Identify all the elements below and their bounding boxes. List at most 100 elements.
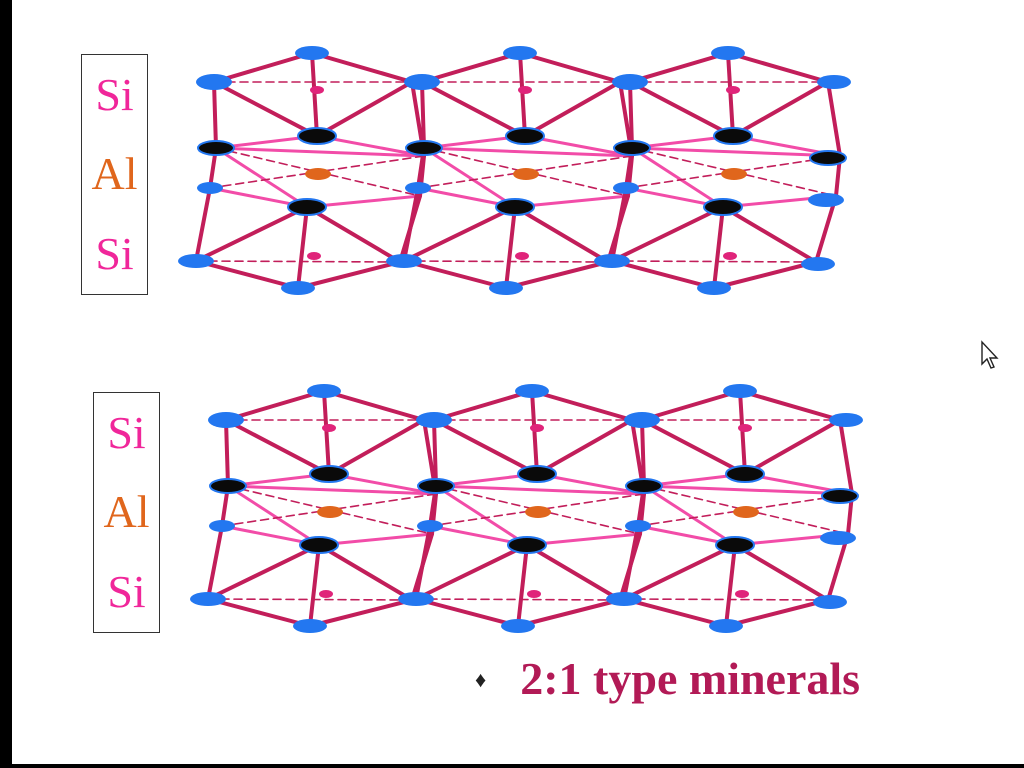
label-si-lower: Si xyxy=(95,228,134,280)
oxygen-atom xyxy=(612,74,648,90)
oxygen-atom xyxy=(417,520,443,532)
tetrahedral-bond xyxy=(535,418,634,476)
oxygen-atom xyxy=(515,384,549,398)
hydroxyl-group xyxy=(197,140,235,156)
hydroxyl-group xyxy=(299,536,339,554)
label-si-upper: Si xyxy=(95,68,134,120)
silicate-layer-2 xyxy=(190,384,863,633)
tetrahedral-bond xyxy=(724,543,737,628)
tetrahedral-bond xyxy=(402,186,420,263)
label-al: Al xyxy=(91,148,138,200)
octahedral-bond xyxy=(630,146,842,158)
tetrahedral-bond xyxy=(726,51,735,138)
hydroxyl-group xyxy=(405,140,443,156)
tetrahedral-bond xyxy=(610,259,716,290)
tetrahedral-bond xyxy=(315,80,414,138)
tetrahedral-bond xyxy=(402,205,517,263)
tetrahedral-bond xyxy=(628,80,634,150)
oxygen-atom xyxy=(416,412,452,428)
tetrahedral-bond xyxy=(610,186,628,263)
layer-legend-bottom: Si Al Si xyxy=(93,392,160,633)
tetrahedral-bond xyxy=(322,389,426,422)
hydroxyl-group xyxy=(713,127,753,145)
hydroxyl-group xyxy=(495,198,535,216)
tetrahedral-bond xyxy=(420,80,527,138)
silicon-atom xyxy=(515,252,529,260)
tetrahedral-bond xyxy=(724,598,830,628)
tetrahedral-bond xyxy=(414,524,432,601)
tetrahedral-bond xyxy=(212,51,314,84)
oxygen-atom xyxy=(501,619,535,633)
aluminum-atom xyxy=(305,168,331,180)
hidden-bond xyxy=(207,598,413,601)
octahedral-bond xyxy=(642,484,854,496)
oxygen-atom xyxy=(386,254,422,268)
label-al: Al xyxy=(103,486,150,538)
atoms xyxy=(178,46,851,295)
tetrahedral-bond xyxy=(414,543,529,601)
oxygen-atom xyxy=(281,281,315,295)
tetrahedral-bond xyxy=(206,524,224,601)
tetrahedral-bond xyxy=(826,80,842,158)
tetrahedral-bond xyxy=(826,532,850,602)
oxygen-atom xyxy=(594,254,630,268)
tetrahedral-bond xyxy=(206,543,321,601)
oxygen-atom xyxy=(711,46,745,60)
silicon-atom xyxy=(726,86,740,94)
hydroxyl-group xyxy=(625,478,663,494)
tetrahedral-bond xyxy=(432,418,438,488)
tetrahedral-bond xyxy=(420,80,426,150)
tetrahedral-bond xyxy=(513,205,610,264)
tetrahedral-bond xyxy=(224,389,326,422)
tetrahedral-bond xyxy=(308,543,321,628)
tetrahedral-bond xyxy=(432,418,539,476)
oxygen-atom xyxy=(808,193,844,207)
tetrahedral-bond xyxy=(212,80,319,138)
octahedral-bond xyxy=(642,484,737,547)
tetrahedral-bond xyxy=(733,543,830,602)
slide: Si Al Si Si Al Si ♦ 2:1 type minerals xyxy=(12,0,1024,764)
tetrahedral-bond xyxy=(194,205,309,263)
tetrahedral-bond xyxy=(504,205,517,290)
hydroxyl-group xyxy=(703,198,743,216)
oxygen-atom xyxy=(613,182,639,194)
tetrahedral-bond xyxy=(224,418,230,488)
caption-text: 2:1 type minerals xyxy=(520,652,861,704)
hydroxyl-group xyxy=(309,465,349,483)
label-si-lower: Si xyxy=(107,566,146,618)
silicon-atom xyxy=(307,252,321,260)
oxygen-atom xyxy=(723,384,757,398)
oxygen-atom xyxy=(209,520,235,532)
mouse-pointer-icon xyxy=(981,340,999,369)
oxygen-atom xyxy=(697,281,731,295)
hidden-bond xyxy=(611,260,817,263)
atoms xyxy=(190,384,863,633)
hydroxyl-group xyxy=(209,478,247,494)
octahedral-bond xyxy=(630,146,725,209)
oxygen-atom xyxy=(606,592,642,606)
tetrahedral-bond xyxy=(628,51,730,84)
tetrahedral-bond xyxy=(628,80,735,138)
oxygen-atom xyxy=(405,182,431,194)
silicon-atom xyxy=(322,424,336,432)
tetrahedral-bond xyxy=(308,598,414,628)
tetrahedral-bond xyxy=(523,80,622,138)
oxygen-atom xyxy=(196,74,232,90)
hidden-bond xyxy=(195,260,401,263)
silicon-atom xyxy=(310,86,324,94)
tetrahedral-bond xyxy=(814,194,838,264)
tetrahedral-bond xyxy=(194,259,300,290)
oxygen-atom xyxy=(178,254,214,268)
tetrahedral-bond xyxy=(640,418,747,476)
tetrahedral-bond xyxy=(305,205,402,264)
aluminum-atom xyxy=(721,168,747,180)
tetrahedral-bond xyxy=(738,389,842,422)
tetrahedral-bond xyxy=(310,51,414,84)
oxygen-atom xyxy=(813,595,847,609)
tetrahedral-bond xyxy=(296,260,402,290)
tetrahedral-bond xyxy=(206,597,312,628)
hidden-bond xyxy=(415,598,621,601)
aluminum-atom xyxy=(733,506,759,518)
crystal-structure-diagram xyxy=(178,46,863,633)
octahedral-bond xyxy=(214,146,426,158)
